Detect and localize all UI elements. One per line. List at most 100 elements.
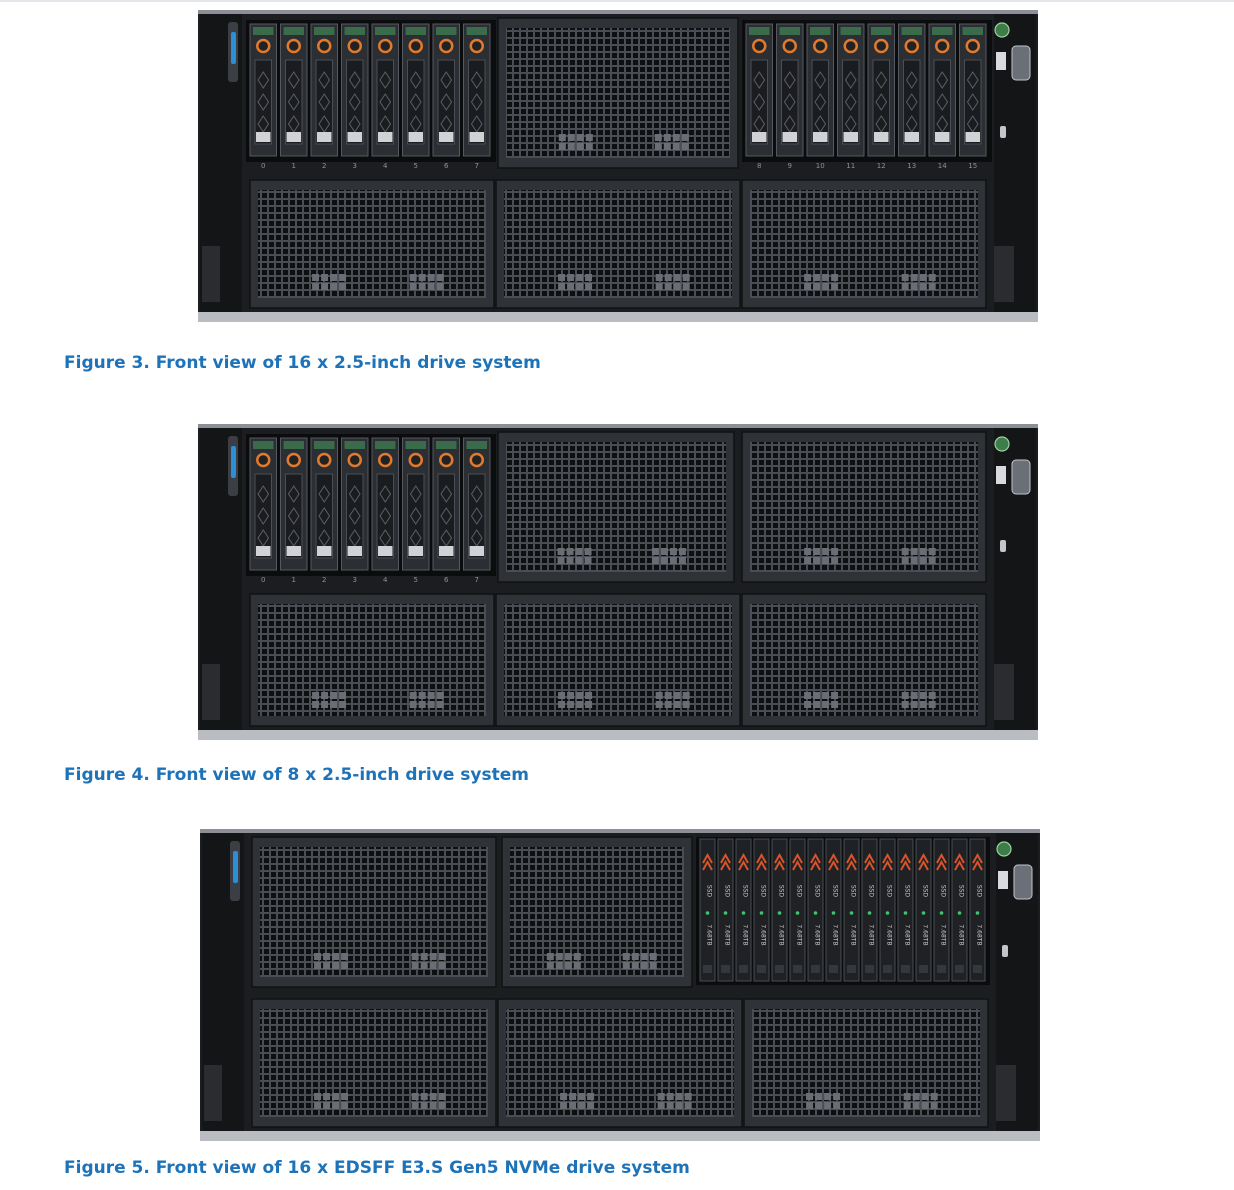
fig3-bay-0-drive-1-hex-0 xyxy=(287,71,300,89)
fig3-bay-0-drive-3-led xyxy=(344,27,365,35)
fig5-top-vent-0-latch-0-0-3 xyxy=(341,953,349,960)
fig3-bottom-vent-1-mesh xyxy=(504,190,732,298)
fig5-top-edge xyxy=(200,829,1040,833)
fig4-bay-0-slot-label-5: 5 xyxy=(414,576,418,584)
fig4-bay-0-drive-7-hex-0 xyxy=(470,485,483,503)
fig5-top-vent-0-latch-0-1-0 xyxy=(314,962,322,969)
fig5-edsff-drive-4-chevron-0 xyxy=(774,852,785,864)
fig4-top-vent-1-latch-0-0-0 xyxy=(557,548,565,555)
fig3-bay-2-drive-5-hex-0 xyxy=(905,71,918,89)
fig3-bottom-vent-0-latch-0-1-1 xyxy=(321,283,329,290)
fig4-bay-0-drive-2 xyxy=(310,437,338,571)
fig4-bottom-vent-1-latch-1-1-1 xyxy=(664,701,672,708)
fig5-edsff-drive-11-chevron-1 xyxy=(900,859,911,871)
fig3-bay-0-drive-0-hex-0 xyxy=(257,71,270,89)
fig5-top-vent-1-latch-1-0-0 xyxy=(622,953,630,960)
fig5-edsff-drive-1-chevron-1 xyxy=(720,859,731,871)
fig5-edsff-drive-1-pull-tab xyxy=(721,965,730,973)
fig4-bottom-vent-0 xyxy=(249,593,495,727)
fig5-bottom-vent-2-latch-1-1-2 xyxy=(921,1102,929,1109)
fig3-bottom-vent-2-latch-0-0-1 xyxy=(813,274,821,281)
fig3-bay-0-drive-4-led xyxy=(375,27,396,35)
fig3-bottom-edge xyxy=(198,312,1038,322)
fig3-bay-2-drive-4-hex-0 xyxy=(875,71,888,89)
fig5-edsff-drive-9-chevron-1 xyxy=(864,859,875,871)
fig5-edsff-drive-12-activity-led xyxy=(921,911,926,915)
fig5-top-vent-0-latch-1-0-0 xyxy=(411,953,419,960)
fig5-top-vent-0-latch-1-1-1 xyxy=(420,962,428,969)
fig3-top-vent-1-latch-1-1-3 xyxy=(681,143,689,150)
fig5-edsff-drive-5-pull-tab xyxy=(793,965,802,973)
fig3-bay-2-drive-2-hex-1 xyxy=(814,93,827,111)
fig3-bay-2-drive-1 xyxy=(776,23,804,157)
fig3-bay-0-drive-5 xyxy=(402,23,430,157)
fig4-bottom-vent-1-latch-1-1-0 xyxy=(655,701,663,708)
fig5-top-vent-1-latch-0-0-0 xyxy=(546,953,554,960)
fig3-bay-2-drive-5-hex-1 xyxy=(905,93,918,111)
fig4-bottom-vent-1-latch-1-0-0 xyxy=(655,692,663,699)
fig5-bottom-vent-1-latch-1-1-3 xyxy=(684,1102,692,1109)
fig5-bottom-vent-2-latch-0-1-3 xyxy=(833,1102,841,1109)
fig4-bottom-vent-2-latch-1-1-0 xyxy=(901,701,909,708)
fig5-edsff-drive-2-carrier xyxy=(735,838,752,982)
fig5-top-vent-0-latch-1-1-2 xyxy=(429,962,437,969)
fig3-bottom-vent-2-latch-0-1-2 xyxy=(822,283,830,290)
fig3-top-vent-1-latch-1-1-1 xyxy=(663,143,671,150)
fig5-bottom-vent-2-latch-0-1-1 xyxy=(815,1102,823,1109)
fig4-top-vent-2-latch-1-0-3 xyxy=(928,548,936,555)
fig5-edsff-drive-3-activity-led xyxy=(759,911,764,915)
fig5-top-vent-1-latch-1-1-2 xyxy=(640,962,648,969)
fig3-bay-0-drive-5-led xyxy=(405,27,426,35)
fig5-edsff-drive-13-capacity-label: 7.68TB xyxy=(940,924,947,945)
fig3-bottom-vent-0-latch-0-0-2 xyxy=(330,274,338,281)
fig5-edsff-drive-6-carrier xyxy=(807,838,824,982)
fig5-bottom-vent-2-latch-1-1-1 xyxy=(912,1102,920,1109)
fig4-top-vent-2-latch-0-0-1 xyxy=(813,548,821,555)
fig5-bottom-vent-2-latch-0-1-2 xyxy=(824,1102,832,1109)
fig4-top-edge xyxy=(198,424,1038,428)
fig5-top-vent-0-latch-0-1-1 xyxy=(323,962,331,969)
fig5-top-vent-1-latch-1-0-2 xyxy=(640,953,648,960)
fig3-bottom-vent-1-latch-0-0-2 xyxy=(576,274,584,281)
fig3-bay-0-drive-2-label xyxy=(317,132,332,142)
fig3-bay-2-drive-7-release-button xyxy=(965,38,980,54)
fig5-edsff-drive-15-pull-tab xyxy=(973,965,982,973)
fig3-bay-0-drive-4-hex-1 xyxy=(379,93,392,111)
fig3-bottom-vent-2-latch-0-1-1 xyxy=(813,283,821,290)
fig5-edsff-drive-0-chevron-1 xyxy=(702,859,713,871)
fig4-bay-0-drive-1-hex-0 xyxy=(287,485,300,503)
fig3-bottom-vent-0-latch-0-1-2 xyxy=(330,283,338,290)
fig4-usbc-port xyxy=(1000,540,1006,552)
fig3-bottom-vent-2-latch-1-1-0 xyxy=(901,283,909,290)
fig5-edsff-drive-11-type-label: SSD xyxy=(904,885,911,898)
fig4-bay-0-drive-5-release-button xyxy=(408,452,423,468)
fig4-bottom-vent-1-latch-1-0-3 xyxy=(682,692,690,699)
fig3-bay-0-drive-7-label xyxy=(469,132,484,142)
fig5-edsff-drive-1-activity-led xyxy=(723,911,728,915)
fig5-edsff-drive-6-type-label: SSD xyxy=(814,885,821,898)
fig3-top-vent-1-latch-1-0-3 xyxy=(681,134,689,141)
fig5-edsff-drive-14-pull-tab xyxy=(955,965,964,973)
fig3-bay-2-drive-5-led xyxy=(901,27,922,35)
fig4-bay-0-drive-1 xyxy=(280,437,308,571)
fig5-bottom-vent-0-latch-1-0-0 xyxy=(411,1093,419,1100)
fig4-bottom-vent-0-latch-0-1-2 xyxy=(330,701,338,708)
fig3-bay-2-drive-6-hex-0 xyxy=(936,71,949,89)
fig3-bay-2-drive-6-label xyxy=(935,132,950,142)
fig5-edsff-drive-9-activity-led xyxy=(867,911,872,915)
fig3-top-vent-1-latch-1-1-0 xyxy=(654,143,662,150)
fig3-bay-0-drive-7-led xyxy=(466,27,487,35)
fig3-bay-0-drive-4-hex-0 xyxy=(379,71,392,89)
fig5-edsff-drive-7-chevron-0 xyxy=(828,852,839,864)
fig4-bottom-vent-1-latch-0-1-2 xyxy=(576,701,584,708)
fig4-bottom-vent-2-latch-0-1-3 xyxy=(831,701,839,708)
fig4-bay-0-drive-3-hex-0 xyxy=(348,485,361,503)
fig3-usb-port xyxy=(996,52,1006,70)
fig4-bottom-vent-2-mesh xyxy=(750,604,978,716)
fig5-edsff-drive-11-capacity-label: 7.68TB xyxy=(904,924,911,945)
fig5-top-vent-1-latch-0-0-3 xyxy=(573,953,581,960)
